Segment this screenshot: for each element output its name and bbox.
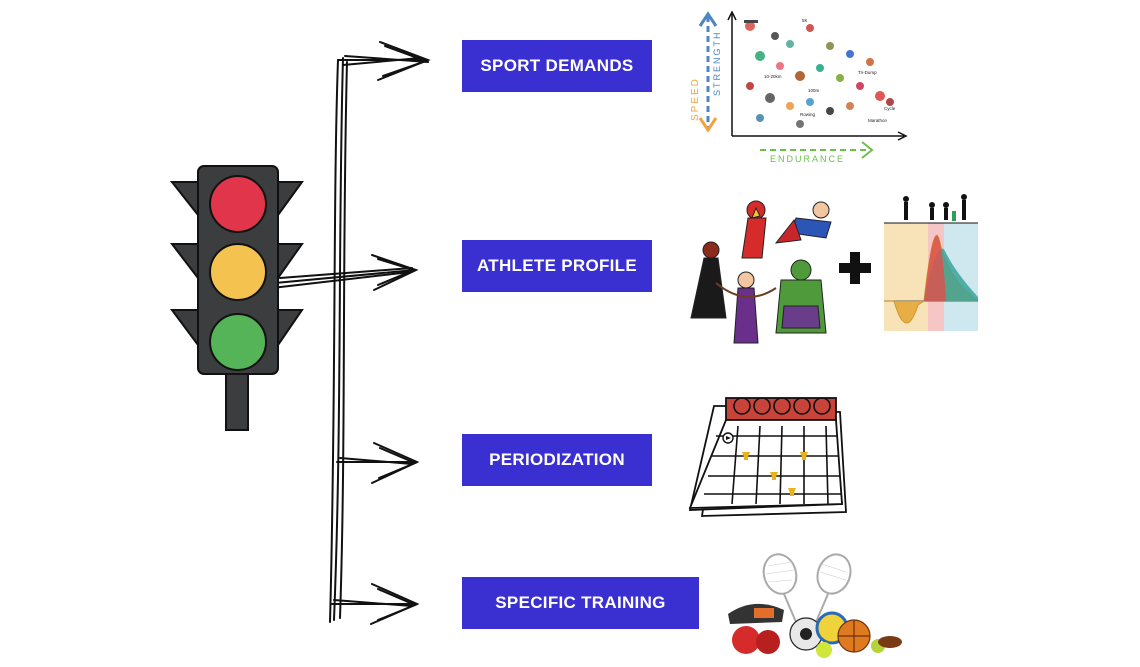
force-curve-chart bbox=[884, 194, 979, 331]
strength-axis-label: STRENGTH bbox=[712, 31, 722, 97]
red-light bbox=[209, 175, 267, 233]
athlete-figures bbox=[744, 20, 894, 128]
traffic-light-icon bbox=[169, 165, 304, 431]
marker-label-marathon: Marathon bbox=[868, 118, 888, 123]
sport-demands-label: SPORT DEMANDS bbox=[480, 56, 634, 75]
endurance-axis-label: ENDURANCE bbox=[770, 154, 845, 164]
marker-label-tri-dump: Tri-Dump bbox=[858, 70, 877, 75]
specific-training-label: SPECIFIC TRAINING bbox=[495, 593, 666, 612]
marker-label-cycle: Cycle bbox=[884, 106, 896, 111]
athlete-profile-label: ATHLETE PROFILE bbox=[476, 256, 637, 275]
marker-label-5k: 5K bbox=[802, 18, 808, 23]
superheroes-image bbox=[690, 200, 832, 344]
green-light bbox=[209, 313, 267, 371]
athlete-profile-box: ATHLETE PROFILE bbox=[462, 240, 652, 292]
plus-icon bbox=[839, 252, 871, 284]
sport-demands-chart: STRENGTH SPEED ENDURANCE 5K 10-20km bbox=[690, 10, 908, 164]
marker-label-100m: 100m bbox=[808, 88, 820, 93]
calendar-icon bbox=[688, 397, 847, 517]
sports-equipment-icon bbox=[728, 553, 902, 658]
speed-axis-label: SPEED bbox=[690, 77, 701, 121]
sport-demands-box: SPORT DEMANDS bbox=[462, 40, 652, 92]
periodization-box: PERIODIZATION bbox=[462, 434, 652, 486]
yellow-light bbox=[209, 243, 267, 301]
marker-label-rowing: Rowing bbox=[800, 112, 816, 117]
marker-label-10-20km: 10-20km bbox=[764, 74, 782, 79]
periodization-label: PERIODIZATION bbox=[489, 450, 625, 469]
specific-training-box: SPECIFIC TRAINING bbox=[462, 577, 699, 629]
